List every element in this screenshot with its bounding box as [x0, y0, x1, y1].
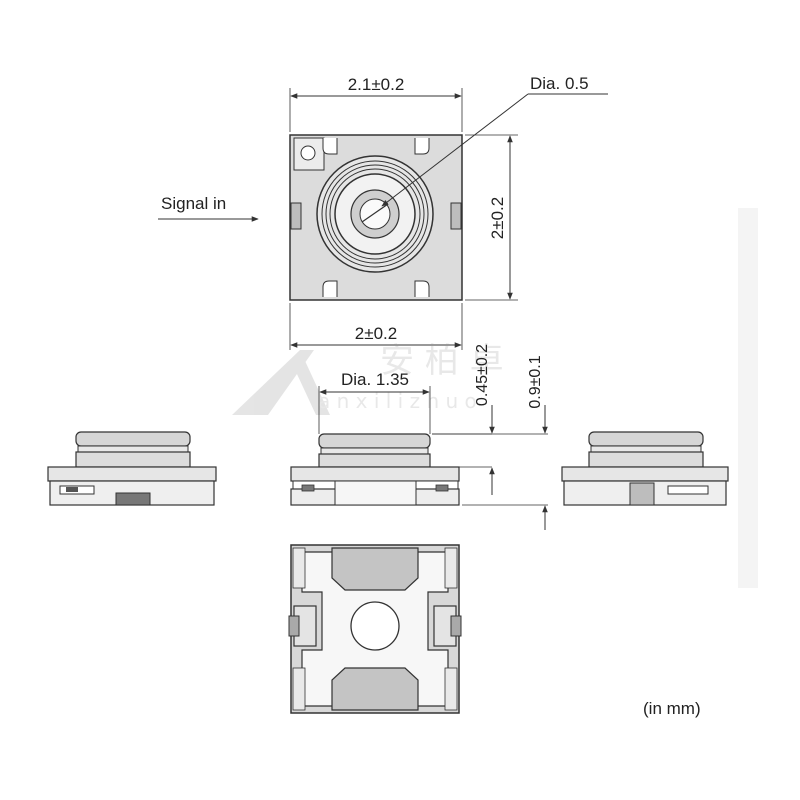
label-height-right: 2±0.2	[488, 197, 507, 239]
base-plate	[561, 466, 729, 482]
center-pin-slot	[361, 203, 389, 223]
base-plate	[47, 466, 217, 482]
contact-pad-bottom	[331, 667, 419, 711]
body-cylinder	[318, 453, 431, 468]
corner	[292, 547, 306, 589]
base-plate	[290, 466, 460, 482]
body-cylinder	[75, 451, 191, 468]
side-pad-right	[450, 202, 462, 230]
label-height-09: 0.9±0.1	[527, 355, 544, 408]
center-block	[115, 492, 151, 506]
dim-dia-body: Dia. 1.35	[318, 370, 431, 434]
side-contact-right-inner	[450, 615, 462, 637]
corner	[292, 667, 306, 711]
watermark-latin: a n x i l i z h u o	[318, 389, 477, 413]
label-dia-center: Dia. 0.5	[530, 74, 589, 93]
side-pad-left	[290, 202, 302, 230]
notch	[414, 138, 430, 155]
label-signal-in: Signal in	[161, 194, 226, 213]
right-edge-strip	[738, 208, 758, 588]
small-pad	[435, 484, 449, 492]
side-contact-left-inner	[288, 615, 300, 637]
side-view-left	[47, 431, 217, 506]
body-cap	[75, 431, 191, 447]
side-view-center	[290, 433, 460, 506]
body-ring	[320, 447, 429, 455]
ring	[329, 168, 421, 260]
body-cap	[318, 433, 431, 449]
units-note: (in mm)	[643, 699, 701, 718]
top-view	[289, 134, 463, 301]
dim-height-right: 2±0.2	[465, 134, 518, 301]
center-block	[334, 480, 417, 506]
ring	[325, 164, 425, 264]
ring	[321, 160, 429, 268]
small-pad	[301, 484, 315, 492]
small-pad	[66, 487, 78, 492]
center-contact	[350, 601, 400, 651]
center-block	[629, 482, 655, 506]
body-cap	[588, 431, 704, 447]
contact-pad-top	[331, 547, 419, 591]
watermark-cjk: 安 柏 卓	[380, 341, 504, 381]
corner	[444, 547, 458, 589]
label-dia-body: Dia. 1.35	[341, 370, 409, 389]
terminal	[667, 485, 709, 495]
dim-dia-center: Dia. 0.5	[381, 74, 608, 207]
watermark-logo	[232, 350, 330, 415]
dim-height-09: 0.9±0.1	[432, 355, 548, 530]
corner	[444, 667, 458, 711]
signal-in-indicator: Signal in	[158, 194, 259, 222]
dim-width-bottom: 2±0.2	[289, 303, 463, 350]
notch	[414, 280, 430, 297]
corner-hole	[300, 145, 316, 161]
body-ring	[590, 445, 702, 453]
dim-width-top: 2.1±0.2	[289, 75, 463, 132]
bottom-view	[288, 544, 462, 714]
label-width-top: 2.1±0.2	[348, 75, 405, 94]
notch	[322, 280, 338, 297]
side-view-right	[561, 431, 729, 506]
center-pin	[359, 198, 391, 230]
notch	[322, 138, 338, 155]
label-width-bottom: 2±0.2	[355, 324, 397, 343]
label-height-045: 0.45±0.2	[474, 344, 491, 406]
body-ring	[77, 445, 189, 453]
body-cylinder	[588, 451, 704, 468]
